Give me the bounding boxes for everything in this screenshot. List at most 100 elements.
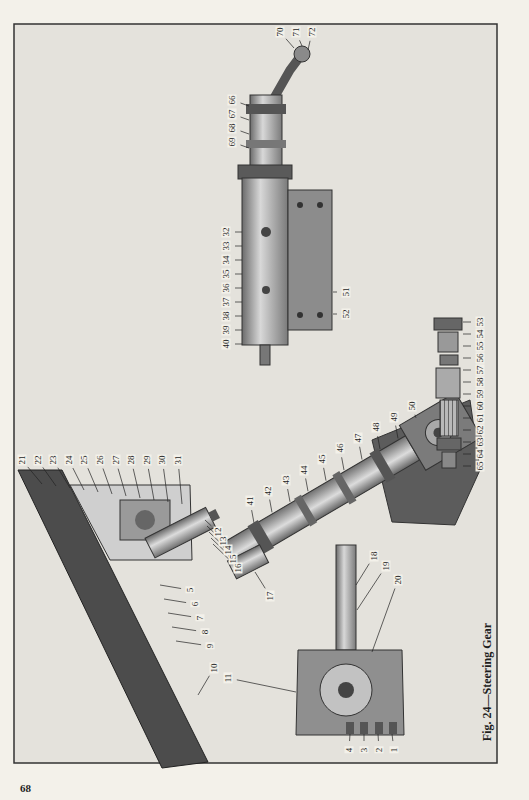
callout-number: 22 xyxy=(33,455,42,466)
callout-number: 49 xyxy=(390,411,399,422)
leader-line xyxy=(103,468,112,494)
leader-line xyxy=(235,288,242,289)
callout-number: 5 xyxy=(186,587,195,594)
leader-line xyxy=(463,454,471,455)
leader-line xyxy=(463,466,471,467)
leader-line xyxy=(43,467,56,486)
callout-number: 56 xyxy=(476,353,485,364)
callout-number: 47 xyxy=(354,432,363,443)
leader-line xyxy=(235,302,242,303)
callout-number: 53 xyxy=(476,317,485,328)
callout-number: 30 xyxy=(158,455,167,466)
callout-number: 40 xyxy=(222,339,231,350)
callout-number: 10 xyxy=(210,663,219,674)
callout-number: 42 xyxy=(264,485,273,496)
callout-number: 36 xyxy=(222,283,231,294)
page-number: 68 xyxy=(20,782,31,794)
callout-number: 17 xyxy=(266,591,275,602)
leader-line xyxy=(463,430,471,431)
leader-line xyxy=(133,469,140,498)
callout-number: 9 xyxy=(206,643,215,650)
leader-line xyxy=(392,734,394,741)
leader-line xyxy=(28,467,42,484)
leader-line xyxy=(324,468,326,481)
figure-caption: Fig. 24—Steering Gear xyxy=(480,623,495,741)
leader-line xyxy=(240,103,249,106)
leader-line xyxy=(463,346,471,347)
callout-number: 62 xyxy=(476,425,485,436)
leader-line xyxy=(357,574,381,610)
callout-number: 68 xyxy=(228,123,237,134)
sleeve xyxy=(227,545,268,579)
callout-number: 3 xyxy=(360,747,369,754)
callout-number: 41 xyxy=(246,496,255,507)
callout-number: 20 xyxy=(394,575,403,586)
callout-number: 16 xyxy=(234,563,243,574)
callout-number: 59 xyxy=(476,389,485,400)
callout-number: 44 xyxy=(300,464,309,475)
callout-number: 26 xyxy=(96,455,105,466)
callout-number: 51 xyxy=(342,287,351,298)
leader-line xyxy=(240,117,249,120)
leader-line xyxy=(270,500,272,513)
callout-number: 32 xyxy=(222,227,231,238)
callout-number: 69 xyxy=(228,137,237,148)
leader-line xyxy=(463,418,471,419)
leader-line xyxy=(415,415,416,418)
leader-line xyxy=(235,260,242,261)
callout-number: 1 xyxy=(390,747,399,754)
lower-gear-box xyxy=(296,545,404,735)
leader-line xyxy=(396,426,398,439)
callout-number: 54 xyxy=(476,329,485,340)
leader-line xyxy=(463,382,471,383)
leader-line xyxy=(372,588,395,652)
callout-number: 64 xyxy=(476,449,485,460)
leader-line xyxy=(172,627,196,631)
leader-line xyxy=(118,469,126,496)
leader-line xyxy=(235,246,242,247)
leader-line xyxy=(360,447,362,460)
callout-number: 61 xyxy=(476,413,485,424)
callout-number: 60 xyxy=(476,401,485,412)
leader-line xyxy=(88,468,98,492)
leader-line xyxy=(255,572,265,588)
leader-line xyxy=(300,40,302,46)
leader-line xyxy=(160,585,181,589)
leader-line xyxy=(463,322,471,323)
callout-number: 33 xyxy=(222,241,231,252)
leader-line xyxy=(252,510,254,523)
leader-line xyxy=(333,314,337,315)
leader-line xyxy=(378,734,379,741)
callout-number: 43 xyxy=(282,475,291,486)
callout-number: 24 xyxy=(64,455,73,466)
leader-line xyxy=(463,442,471,443)
callout-number: 19 xyxy=(382,561,391,572)
callout-number: 52 xyxy=(342,309,351,320)
leader-line xyxy=(378,436,380,449)
leader-line xyxy=(58,468,70,488)
callout-number: 71 xyxy=(292,27,301,38)
callout-number: 4 xyxy=(345,747,354,754)
leader-line xyxy=(237,680,296,692)
callout-number: 66 xyxy=(228,95,237,106)
callout-number: 25 xyxy=(80,455,89,466)
callout-number: 28 xyxy=(127,455,136,466)
leader-line xyxy=(235,274,242,275)
leader-line xyxy=(349,734,350,741)
leader-line xyxy=(306,478,308,491)
callout-number: 50 xyxy=(408,401,417,412)
leader-line xyxy=(168,613,191,617)
leader-line xyxy=(205,520,211,526)
leader-line xyxy=(235,344,242,345)
leader-line xyxy=(333,292,337,293)
leader-line xyxy=(73,468,84,490)
leader-line xyxy=(463,406,471,407)
leader-line xyxy=(198,676,209,695)
leader-line xyxy=(342,457,344,470)
callout-number: 65 xyxy=(476,461,485,472)
leader-line xyxy=(364,734,365,741)
leader-line xyxy=(463,370,471,371)
leader-line xyxy=(463,394,471,395)
callout-number: 8 xyxy=(201,629,210,636)
leader-line xyxy=(240,145,249,148)
